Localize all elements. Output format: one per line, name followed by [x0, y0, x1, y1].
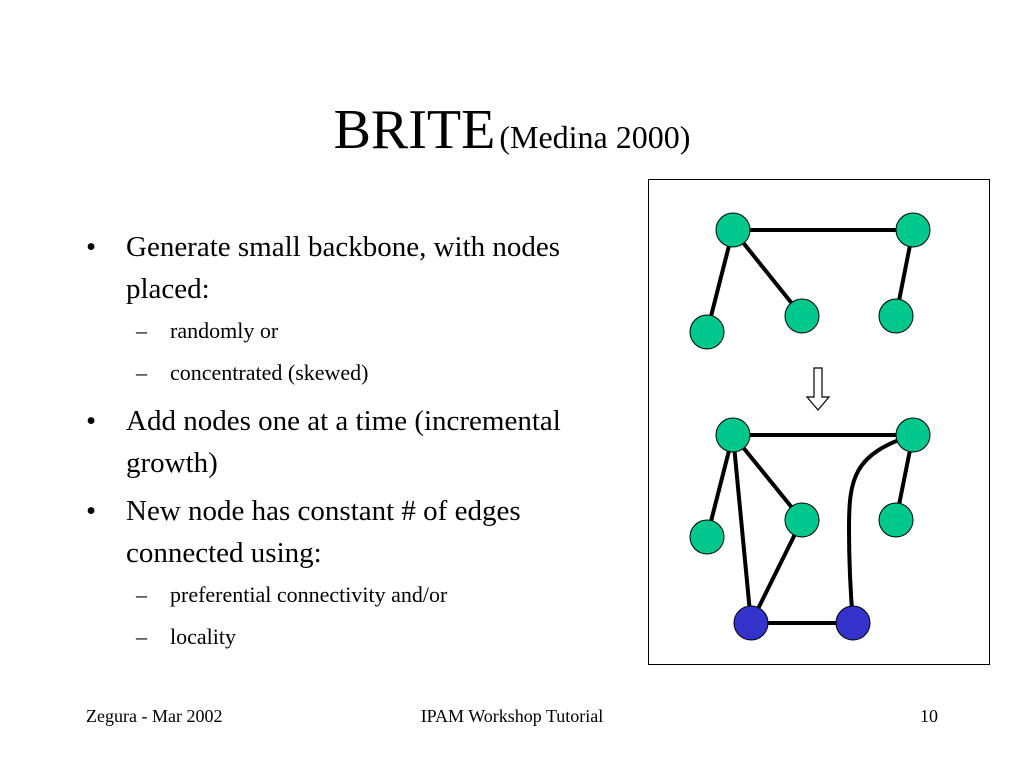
node: [895, 212, 931, 248]
sub-bullet-text: concentrated (skewed): [170, 360, 369, 385]
bullet-mark: •: [86, 495, 97, 527]
edge: [731, 434, 753, 624]
node: [689, 519, 725, 555]
bullet-text: Generate small backbone, with nodes plac…: [126, 231, 561, 305]
grown-nodes: [689, 417, 931, 641]
bullet-item: • Add nodes one at a time (incremental gr…: [84, 400, 624, 484]
new-node: [835, 605, 871, 641]
down-arrow-icon: [805, 367, 831, 411]
sub-bullet-mark: –: [136, 624, 147, 649]
title-main: BRITE: [333, 99, 496, 161]
network-diagram: [648, 179, 990, 665]
sub-bullet-mark: –: [136, 582, 147, 607]
node: [715, 212, 751, 248]
bullet-list: • Generate small backbone, with nodes pla…: [84, 226, 624, 664]
sub-bullet-item: –randomly or: [84, 316, 624, 346]
edge: [705, 434, 735, 538]
bullet-item: • New node has constant # of edges connec…: [84, 490, 624, 574]
bullet-item: • Generate small backbone, with nodes pla…: [84, 226, 624, 310]
slide-title: BRITE (Medina 2000): [0, 98, 1024, 162]
node: [784, 502, 820, 538]
sub-bullet-text: preferential connectivity and/or: [170, 582, 448, 607]
title-note: (Medina 2000): [499, 119, 691, 155]
node: [715, 417, 751, 453]
bullet-mark: •: [86, 231, 97, 263]
slide-footer: Zegura - Mar 2002 IPAM Workshop Tutorial…: [0, 706, 1024, 736]
backbone-nodes: [689, 212, 931, 350]
footer-event: IPAM Workshop Tutorial: [420, 706, 604, 726]
sub-bullet-text: randomly or: [170, 318, 279, 343]
footer-author-date: Zegura - Mar 2002: [86, 706, 223, 726]
node: [895, 417, 931, 453]
edge: [731, 228, 804, 318]
sub-bullet-mark: –: [136, 360, 147, 385]
sub-bullet-text: locality: [170, 624, 236, 649]
edge: [846, 433, 914, 624]
new-node: [733, 605, 769, 641]
edge: [749, 519, 804, 624]
bullet-text: Add nodes one at a time (incremental gro…: [126, 405, 561, 479]
sub-bullet-item: –concentrated (skewed): [84, 358, 624, 388]
sub-bullet-item: –locality: [84, 622, 624, 652]
page-number: 10: [920, 706, 938, 726]
node: [878, 502, 914, 538]
edge: [705, 229, 735, 333]
node: [784, 298, 820, 334]
node: [689, 314, 725, 350]
node: [878, 298, 914, 334]
sub-bullet-item: –preferential connectivity and/or: [84, 580, 624, 610]
edge: [731, 433, 804, 522]
sub-bullet-mark: –: [136, 318, 147, 343]
bullet-mark: •: [86, 405, 97, 437]
bullet-text: New node has constant # of edges connect…: [126, 495, 521, 569]
diagram-frame: [648, 179, 990, 665]
